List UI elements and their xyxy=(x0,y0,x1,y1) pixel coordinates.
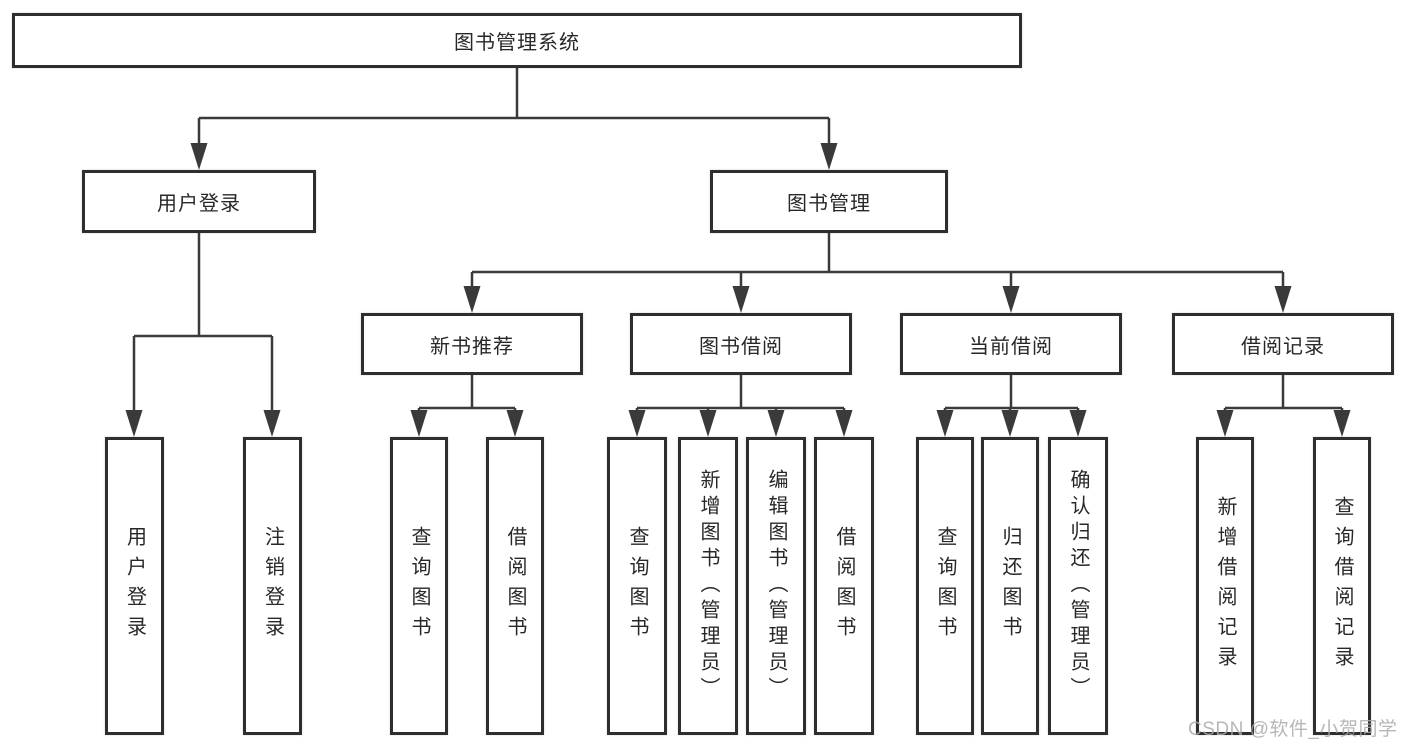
leaf-borrowing-edit-admin: 编辑图书（管理员） xyxy=(746,437,806,735)
node-label: 图书借阅 xyxy=(699,335,783,358)
node-current-borrowing: 当前借阅 xyxy=(900,313,1122,375)
leaf-borrowing-borrow: 借阅图书 xyxy=(814,437,874,735)
leaf-user-login: 用户登录 xyxy=(105,437,164,735)
leaf-label: 注销登录 xyxy=(261,526,284,646)
leaf-logout: 注销登录 xyxy=(243,437,302,735)
leaf-label: 借阅图书 xyxy=(833,526,855,646)
leaf-label: 查询借阅记录 xyxy=(1331,496,1353,676)
leaf-label: 新增借阅记录 xyxy=(1214,496,1236,676)
node-label: 图书管理系统 xyxy=(454,32,580,54)
node-user-login: 用户登录 xyxy=(82,170,316,233)
leaf-label: 用户登录 xyxy=(123,526,146,646)
node-borrowing-records: 借阅记录 xyxy=(1172,313,1394,375)
leaf-label: 归还图书 xyxy=(999,526,1021,646)
leaf-newbooks-borrow: 借阅图书 xyxy=(486,437,544,735)
node-library-management-system: 图书管理系统 xyxy=(12,13,1022,68)
leaf-label: 查询图书 xyxy=(408,526,430,646)
leaf-records-query: 查询借阅记录 xyxy=(1313,437,1371,735)
leaf-records-add: 新增借阅记录 xyxy=(1196,437,1254,735)
arrowheads xyxy=(125,143,1351,437)
leaf-label: 借阅图书 xyxy=(504,526,526,646)
leaf-label: 新增图书（管理员） xyxy=(697,469,719,703)
node-label: 图书管理 xyxy=(787,193,871,215)
leaf-label: 编辑图书（管理员） xyxy=(765,469,787,703)
node-label: 借阅记录 xyxy=(1241,335,1325,358)
node-label: 当前借阅 xyxy=(969,335,1053,358)
node-book-borrowing: 图书借阅 xyxy=(630,313,852,375)
leaf-label: 确认归还（管理员） xyxy=(1067,469,1089,703)
csdn-watermark: CSDN @软件_小贺同学 xyxy=(1188,719,1398,740)
node-book-management: 图书管理 xyxy=(710,170,948,233)
leaf-label: 查询图书 xyxy=(934,526,956,646)
leaf-current-return: 归还图书 xyxy=(981,437,1039,735)
leaf-newbooks-query: 查询图书 xyxy=(390,437,448,735)
leaf-current-query: 查询图书 xyxy=(916,437,974,735)
leaf-current-confirm-return-admin: 确认归还（管理员） xyxy=(1048,437,1108,735)
node-new-book-recommendation: 新书推荐 xyxy=(361,313,583,375)
leaf-label: 查询图书 xyxy=(626,526,648,646)
node-label: 新书推荐 xyxy=(430,335,514,358)
leaf-borrowing-query: 查询图书 xyxy=(607,437,667,735)
node-label: 用户登录 xyxy=(157,193,241,215)
leaf-borrowing-add-admin: 新增图书（管理员） xyxy=(678,437,738,735)
